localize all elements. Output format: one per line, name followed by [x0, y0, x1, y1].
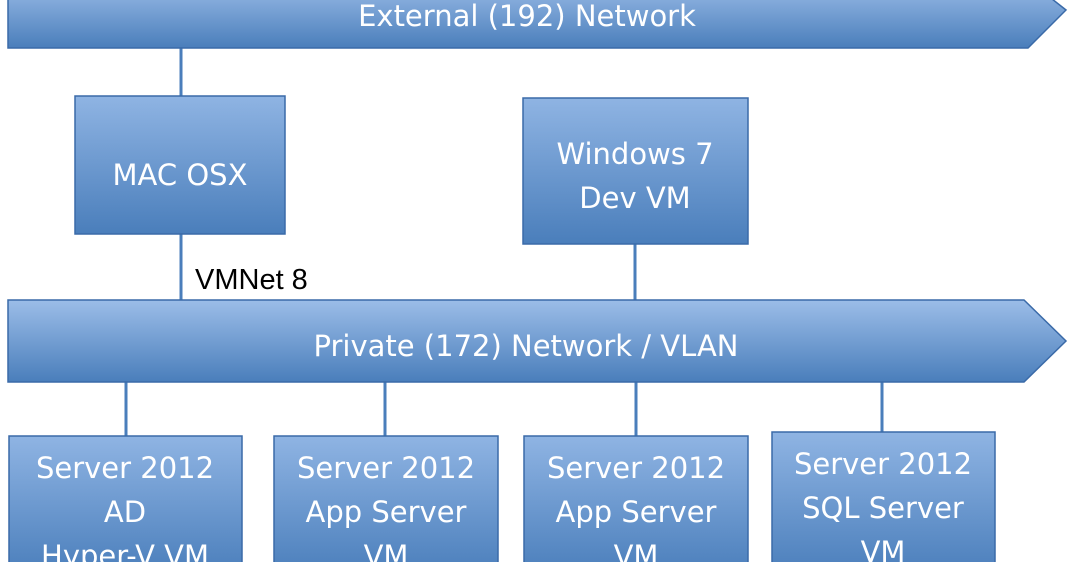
- server-label-line3: VM: [614, 539, 659, 562]
- server-shape: [8, 435, 243, 562]
- private-network-shape: [7, 299, 1068, 383]
- windows7-label-line1: Windows 7: [556, 137, 713, 171]
- server-box-2: Server 2012 App Server VM: [273, 435, 499, 562]
- server-label-line2: App Server: [556, 495, 717, 529]
- server-shape: [771, 431, 996, 562]
- connector-lines: [124, 48, 884, 436]
- windows7-label-line2: Dev VM: [579, 181, 690, 215]
- private-network-label: Private (172) Network / VLAN: [313, 329, 738, 363]
- server-label-line2: App Server: [306, 495, 467, 529]
- windows7-dev-vm-box: Windows 7 Dev VM: [522, 97, 749, 245]
- vmnet8-label: VMNet 8: [195, 264, 308, 296]
- server-label-line1: Server 2012: [547, 451, 725, 485]
- server-box-3: Server 2012 App Server VM: [523, 435, 749, 562]
- server-label-line3: VM: [861, 535, 906, 562]
- server-label-line2: SQL Server: [802, 491, 964, 525]
- server-label-line1: Server 2012: [36, 451, 214, 485]
- server-label-line3: Hyper-V VM: [41, 539, 209, 562]
- external-network-shape: [7, 0, 1068, 49]
- private-network-arrow: Private (172) Network / VLAN: [7, 299, 1068, 383]
- external-network-arrow: External (192) Network: [7, 0, 1068, 49]
- mac-osx-box: MAC OSX: [74, 95, 286, 235]
- server-label-line1: Server 2012: [794, 447, 972, 481]
- server-label-line1: Server 2012: [297, 451, 475, 485]
- mac-osx-shape: [74, 95, 286, 235]
- server-label-line3: VM: [364, 539, 409, 562]
- windows7-dev-vm-shape: [522, 97, 749, 245]
- external-network-label: External (192) Network: [358, 0, 696, 33]
- server-label-line2: AD: [104, 495, 146, 529]
- mac-osx-label: MAC OSX: [113, 158, 248, 192]
- server-shape: [273, 435, 499, 562]
- server-shape: [523, 435, 749, 562]
- server-box-4: Server 2012 SQL Server VM: [771, 431, 996, 562]
- server-box-1: Server 2012 AD Hyper-V VM: [8, 435, 243, 562]
